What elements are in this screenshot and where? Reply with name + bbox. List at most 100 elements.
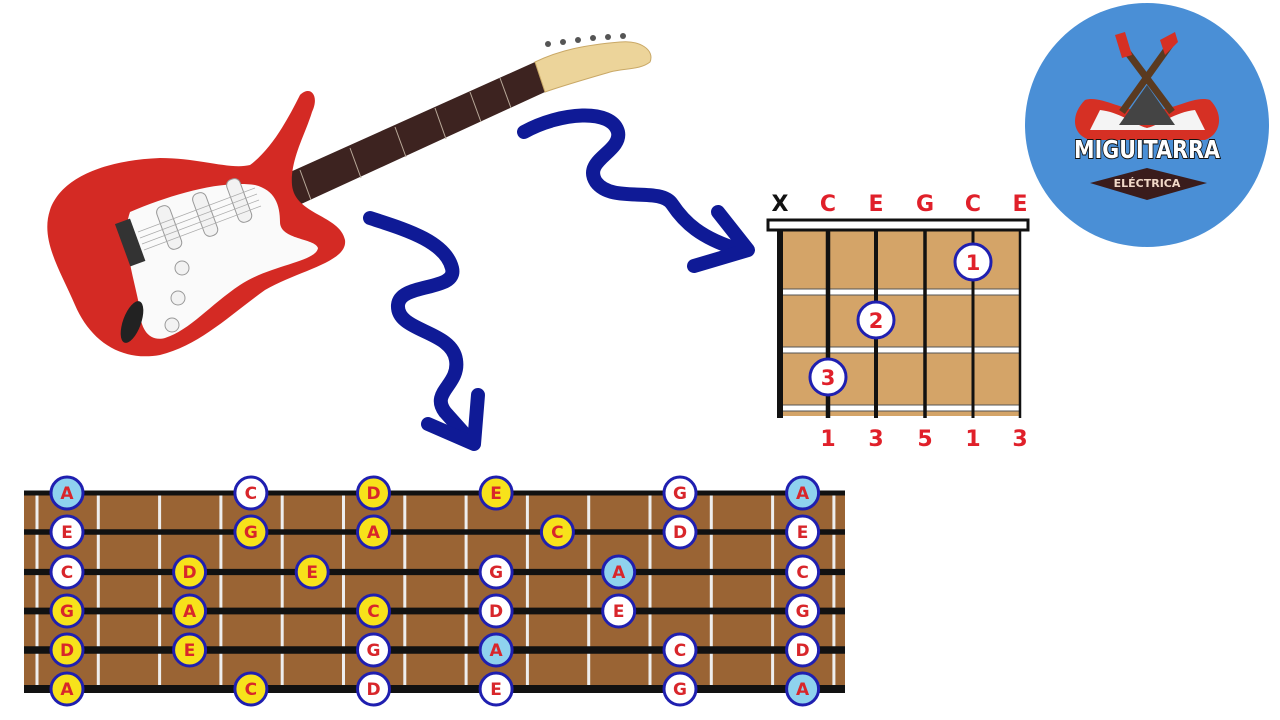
note-label: A bbox=[796, 680, 810, 700]
note-marker bbox=[601, 593, 637, 629]
note-marker bbox=[662, 671, 698, 707]
chord-string-label: E bbox=[868, 192, 883, 217]
note-label: E bbox=[613, 602, 625, 622]
note-label: D bbox=[183, 563, 197, 583]
note-marker bbox=[172, 593, 208, 629]
finger-marker bbox=[953, 242, 993, 282]
chord-fret bbox=[779, 288, 1021, 296]
chord-string-label: G bbox=[916, 192, 934, 217]
finger-number: 2 bbox=[869, 309, 884, 333]
note-label: C bbox=[367, 602, 379, 622]
note-label: E bbox=[306, 563, 318, 583]
note-marker bbox=[785, 554, 821, 590]
arrow-to-chord-icon bbox=[517, 108, 755, 273]
note-marker bbox=[356, 514, 391, 550]
note-label: E bbox=[490, 680, 502, 700]
note-label: A bbox=[183, 602, 197, 622]
note-marker bbox=[662, 632, 698, 668]
note-marker bbox=[172, 554, 208, 590]
note-marker bbox=[601, 554, 637, 590]
note-label: D bbox=[366, 680, 380, 700]
chord-nut bbox=[766, 218, 1030, 232]
note-marker bbox=[233, 475, 269, 511]
note-marker bbox=[294, 554, 330, 590]
note-marker bbox=[478, 632, 514, 668]
note-label: C bbox=[245, 680, 257, 700]
note-marker bbox=[785, 632, 821, 668]
note-label: E bbox=[184, 641, 196, 661]
note-marker bbox=[662, 475, 698, 511]
note-marker bbox=[356, 671, 391, 707]
note-label: G bbox=[673, 484, 687, 504]
note-marker bbox=[478, 554, 514, 590]
note-marker bbox=[785, 671, 821, 707]
note-marker bbox=[172, 632, 208, 668]
logo-title: MIGUITARRA bbox=[1074, 135, 1221, 164]
chord-string-label: C bbox=[820, 192, 836, 217]
note-marker bbox=[49, 671, 85, 707]
chord-diagram-c-major: X C E G C E 1 3 5 1 3 1 2 3 bbox=[766, 192, 1030, 452]
finger-number: 3 bbox=[821, 366, 836, 390]
logo-subtitle: ELÉCTRICA bbox=[1114, 177, 1181, 190]
note-marker bbox=[785, 475, 821, 511]
note-label: A bbox=[490, 641, 504, 661]
note-label: A bbox=[796, 484, 810, 504]
chord-interval-label: 3 bbox=[868, 427, 883, 452]
finger-marker bbox=[856, 300, 896, 340]
note-label: E bbox=[797, 523, 809, 543]
note-label: C bbox=[551, 523, 563, 543]
chord-fret bbox=[779, 404, 1021, 412]
note-label: G bbox=[244, 523, 258, 543]
chord-fret bbox=[779, 346, 1021, 354]
note-label: A bbox=[60, 484, 74, 504]
electric-guitar-image bbox=[47, 33, 652, 357]
note-label: C bbox=[61, 563, 73, 583]
note-marker bbox=[49, 554, 85, 590]
note-marker bbox=[478, 671, 514, 707]
note-marker bbox=[49, 514, 85, 550]
note-marker bbox=[356, 593, 391, 629]
note-label: G bbox=[489, 563, 503, 583]
miguitarra-logo: MIGUITARRA ELÉCTRICA bbox=[1025, 3, 1269, 247]
note-label: E bbox=[490, 484, 502, 504]
note-marker bbox=[785, 514, 821, 550]
note-marker bbox=[49, 632, 85, 668]
chord-interval-label: 1 bbox=[820, 427, 835, 452]
note-label: A bbox=[367, 523, 381, 543]
note-marker bbox=[478, 593, 514, 629]
note-marker bbox=[785, 593, 821, 629]
chord-interval-label: 3 bbox=[1012, 427, 1027, 452]
note-label: G bbox=[796, 602, 810, 622]
note-label: A bbox=[612, 563, 626, 583]
note-marker bbox=[233, 671, 269, 707]
chord-interval-label: 1 bbox=[965, 427, 980, 452]
note-marker bbox=[49, 593, 85, 629]
note-label: D bbox=[796, 641, 810, 661]
note-label: E bbox=[61, 523, 73, 543]
note-marker bbox=[49, 475, 85, 511]
finger-number: 1 bbox=[966, 251, 981, 275]
chord-interval-label: 5 bbox=[917, 427, 932, 452]
chord-string-label: E bbox=[1012, 192, 1027, 217]
note-marker bbox=[356, 475, 391, 511]
note-label: D bbox=[60, 641, 74, 661]
note-marker bbox=[233, 514, 269, 550]
note-label: D bbox=[673, 523, 687, 543]
fretboard-wood bbox=[24, 493, 845, 689]
arrow-to-scale-icon bbox=[363, 211, 485, 451]
chord-string-label: C bbox=[965, 192, 981, 217]
note-label: C bbox=[796, 563, 808, 583]
note-marker bbox=[478, 475, 514, 511]
finger-marker bbox=[808, 357, 848, 397]
note-label: D bbox=[489, 602, 503, 622]
note-marker bbox=[356, 632, 391, 668]
note-label: A bbox=[60, 680, 74, 700]
note-label: G bbox=[60, 602, 74, 622]
note-label: G bbox=[367, 641, 381, 661]
note-label: G bbox=[673, 680, 687, 700]
note-label: D bbox=[366, 484, 380, 504]
note-label: C bbox=[674, 641, 686, 661]
chord-string-label: X bbox=[772, 192, 789, 217]
